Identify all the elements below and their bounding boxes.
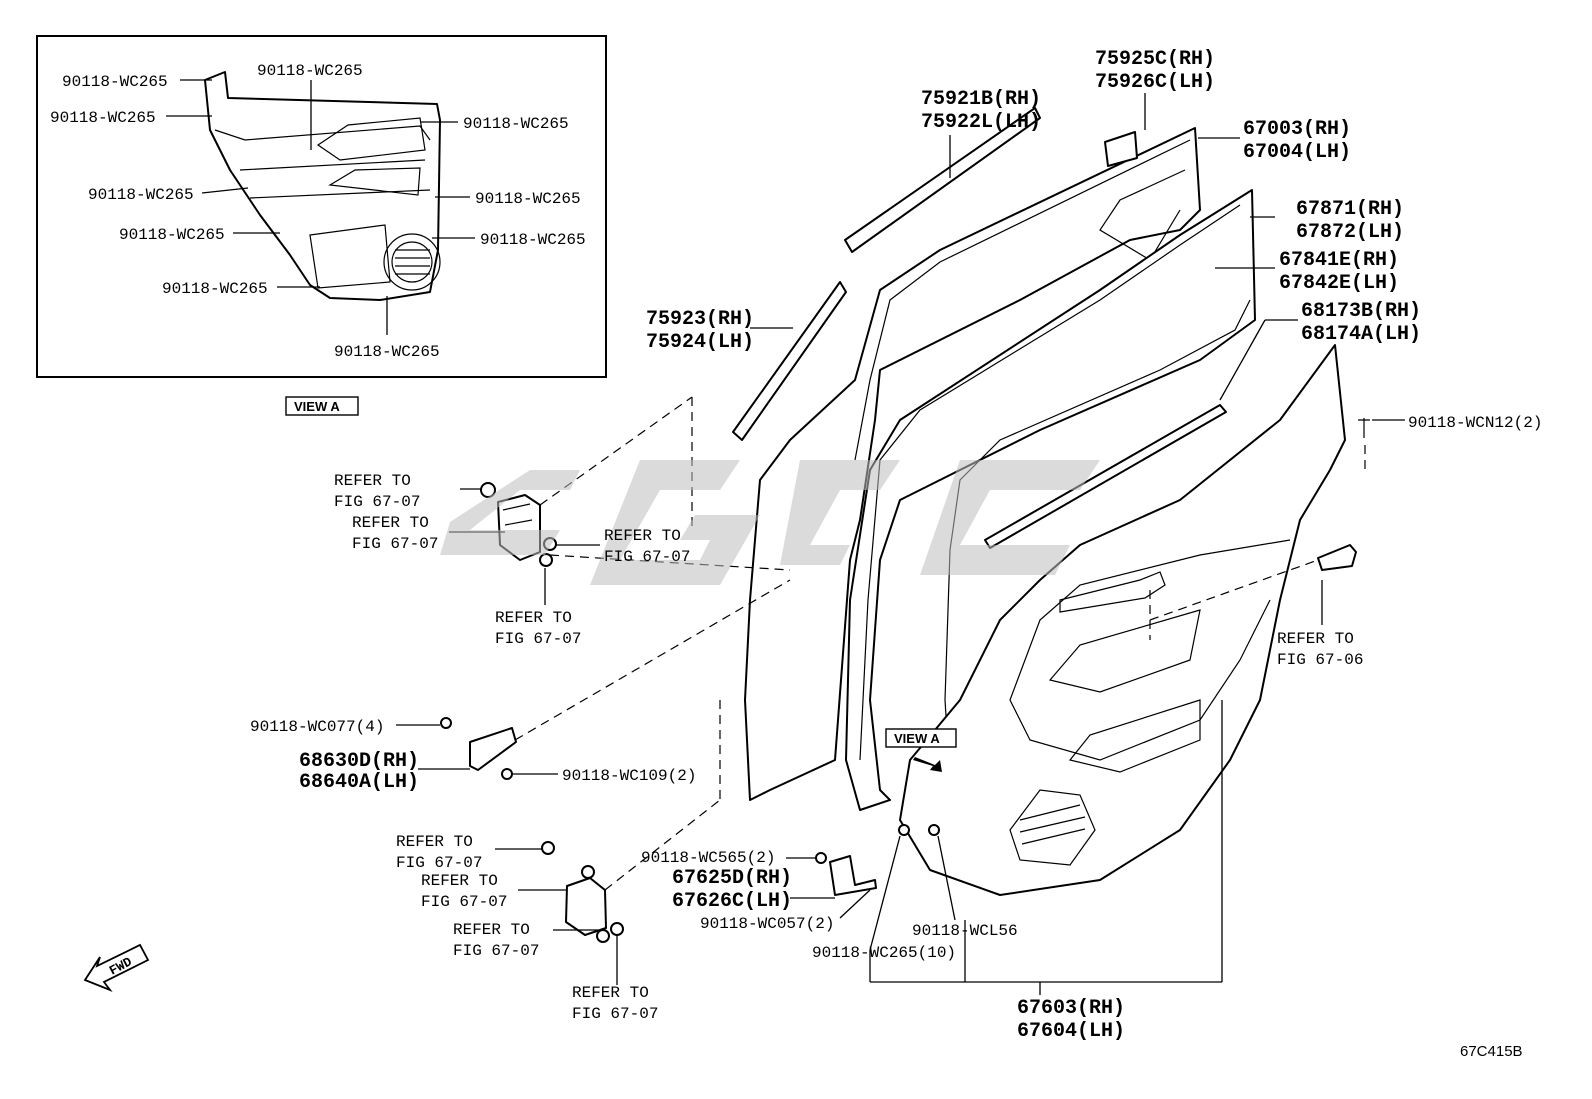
label-refer-uh4-a: REFER TO <box>495 609 572 627</box>
view-a-label-7: 90118-WC265 <box>119 226 225 244</box>
label-67626c: 67626C(LH) <box>672 890 792 913</box>
label-75921b: 75921B(RH) <box>921 88 1041 111</box>
label-68173b: 68173B(RH) <box>1301 300 1421 323</box>
view-a-label-2: 90118-WC265 <box>50 109 156 127</box>
label-67604: 67604(LH) <box>1017 1020 1125 1043</box>
label-67872: 67872(LH) <box>1296 221 1404 244</box>
label-67842e: 67842E(LH) <box>1279 272 1399 295</box>
label-refer-uh3-b: FIG 67-07 <box>604 548 690 566</box>
label-75924: 75924(LH) <box>646 331 754 354</box>
label-68640a: 68640A(LH) <box>299 771 419 794</box>
lower-hinge <box>541 841 624 943</box>
view-a-tag: VIEW A <box>885 728 957 772</box>
svg-text:VIEW A: VIEW A <box>894 731 940 746</box>
view-a-label-6: 90118-WC265 <box>475 190 581 208</box>
part-labels: 75925C(RH) 75926C(LH) 75921B(RH) 75922L(… <box>250 48 1542 1043</box>
view-a-caption: VIEW A <box>285 396 359 416</box>
label-refer-lh4-a: REFER TO <box>572 984 649 1002</box>
label-67625d: 67625D(RH) <box>672 867 792 890</box>
fwd-arrow: FWD <box>83 943 150 993</box>
svg-text:VIEW A: VIEW A <box>294 399 340 414</box>
label-68630d: 68630D(RH) <box>299 750 419 773</box>
label-90118-wc565: 90118-WC565(2) <box>641 849 775 867</box>
label-90118-wc265-10: 90118-WC265(10) <box>812 944 956 962</box>
label-67841e: 67841E(RH) <box>1279 249 1399 272</box>
label-67871: 67871(RH) <box>1296 198 1404 221</box>
label-75926c: 75926C(LH) <box>1095 71 1215 94</box>
label-refer-trim-a: REFER TO <box>1277 630 1354 648</box>
label-refer-uh1-b: FIG 67-07 <box>334 493 420 511</box>
leader-lines <box>396 93 1405 995</box>
label-90118-wcl56: 90118-WCL56 <box>912 922 1018 940</box>
label-90118-wc077: 90118-WC077(4) <box>250 718 384 736</box>
label-refer-lh2-a: REFER TO <box>421 872 498 890</box>
label-refer-uh4-b: FIG 67-07 <box>495 630 581 648</box>
watermark-logo <box>440 460 1100 585</box>
label-90118-wcn12: 90118-WCN12(2) <box>1408 414 1542 432</box>
label-refer-lh1-a: REFER TO <box>396 833 473 851</box>
label-refer-uh1-a: REFER TO <box>334 472 411 490</box>
label-75925c: 75925C(RH) <box>1095 48 1215 71</box>
view-a-label-8: 90118-WC265 <box>480 231 586 249</box>
door-check <box>440 717 517 780</box>
label-refer-uh3-a: REFER TO <box>604 527 681 545</box>
view-a-label-9: 90118-WC265 <box>162 280 268 298</box>
label-refer-lh3-a: REFER TO <box>453 921 530 939</box>
view-a-label-3: 90118-WC265 <box>257 62 363 80</box>
label-refer-trim-b: FIG 67-06 <box>1277 651 1363 669</box>
view-a-label-4: 90118-WC265 <box>463 115 569 133</box>
bracket-67625d <box>815 824 940 896</box>
label-refer-lh3-b: FIG 67-07 <box>453 942 539 960</box>
label-refer-lh4-b: FIG 67-07 <box>572 1005 658 1023</box>
view-a-label-1: 90118-WC265 <box>62 73 168 91</box>
label-90118-wc057: 90118-WC057(2) <box>700 915 834 933</box>
label-75922l: 75922L(LH) <box>921 111 1041 134</box>
label-75923: 75923(RH) <box>646 308 754 331</box>
label-67003: 67003(RH) <box>1243 118 1351 141</box>
view-a-inset: 90118-WC265 90118-WC265 90118-WC265 9011… <box>36 35 607 378</box>
view-a-label-5: 90118-WC265 <box>88 186 194 204</box>
label-refer-lh1-b: FIG 67-07 <box>396 854 482 872</box>
label-67603: 67603(RH) <box>1017 997 1125 1020</box>
label-refer-uh2-a: REFER TO <box>352 514 429 532</box>
label-refer-lh2-b: FIG 67-07 <box>421 893 507 911</box>
figure-code: 67C415B <box>1460 1043 1523 1060</box>
label-90118-wc109: 90118-WC109(2) <box>562 767 696 785</box>
label-68174a: 68174A(LH) <box>1301 323 1421 346</box>
view-a-label-10: 90118-WC265 <box>334 343 440 361</box>
label-67004: 67004(LH) <box>1243 141 1351 164</box>
label-refer-uh2-b: FIG 67-07 <box>352 535 438 553</box>
